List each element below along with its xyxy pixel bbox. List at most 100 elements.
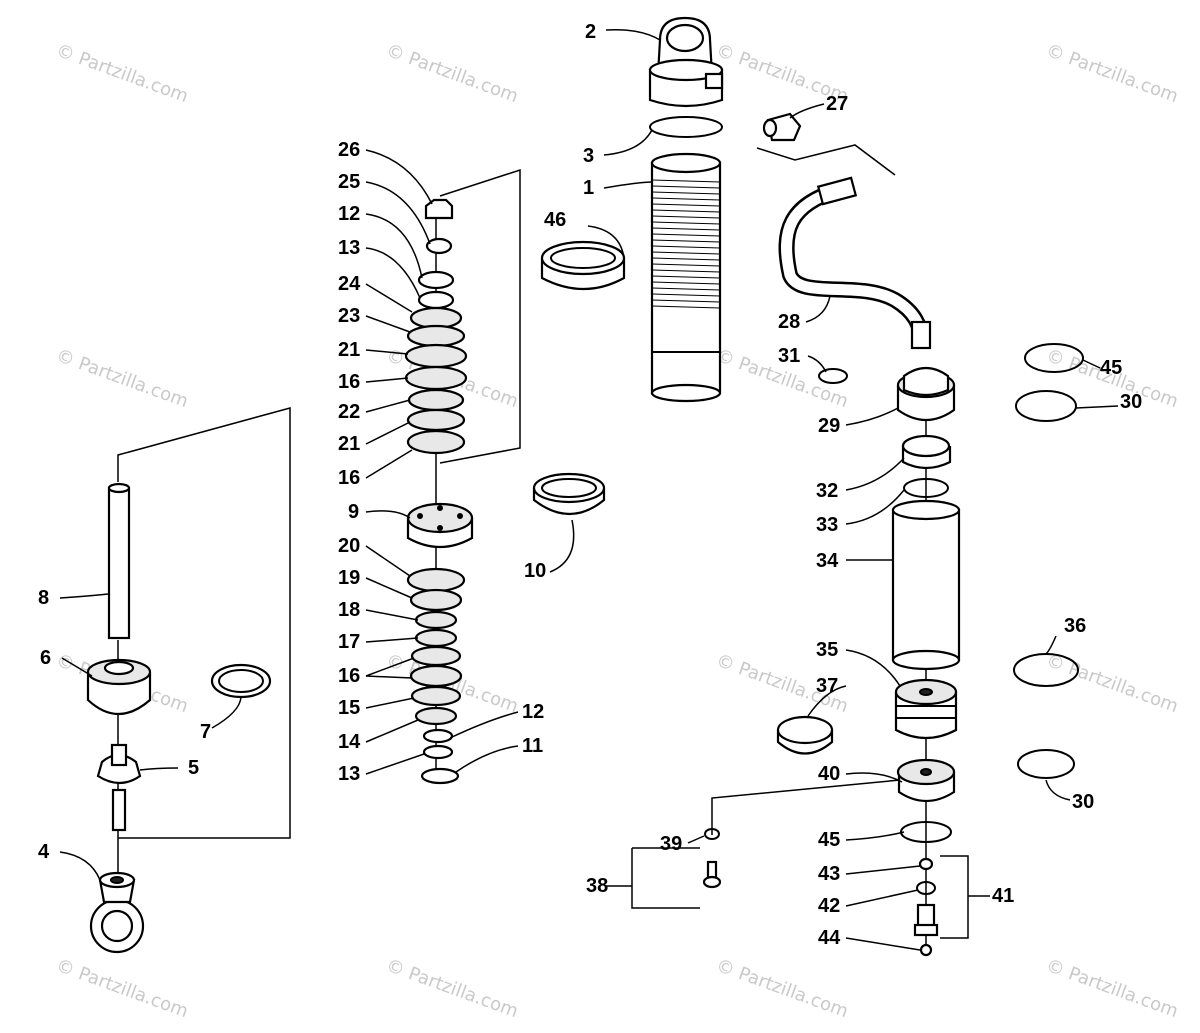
callout-43: 43 <box>818 863 840 885</box>
callout-32: 32 <box>816 480 838 502</box>
o-ring-45 <box>1024 343 1084 373</box>
callout-36: 36 <box>1064 615 1086 637</box>
leader-lines <box>59 28 1119 951</box>
shim-16b <box>406 429 466 455</box>
reservoir-tube-34 <box>891 499 961 671</box>
watermark: © Partzilla.com <box>1043 40 1181 107</box>
washer-12b <box>422 728 454 744</box>
o-ring-33 <box>903 478 949 498</box>
callout-18: 18 <box>338 599 360 621</box>
shaft-8 <box>107 486 131 640</box>
callout-21b: 21 <box>338 433 360 455</box>
watermark: © Partzilla.com <box>1043 955 1181 1022</box>
end-cap-29 <box>896 366 956 421</box>
seal-head-6 <box>86 658 152 715</box>
callout-4: 4 <box>38 841 50 863</box>
hose-28 <box>778 176 932 350</box>
piston-35 <box>894 678 958 740</box>
shim-22 <box>407 388 465 412</box>
valve-stack-assembly-line <box>439 168 521 464</box>
callout-42: 42 <box>818 895 840 917</box>
o-ring-30 <box>1015 390 1077 422</box>
fitting-27 <box>762 112 802 142</box>
bumper-5 <box>96 743 142 832</box>
callout-35: 35 <box>816 639 838 661</box>
shim-21 <box>404 343 468 369</box>
bolt-41 <box>913 903 939 937</box>
shim-21b <box>406 408 466 432</box>
cap-32 <box>901 434 952 470</box>
nut-26 <box>424 198 454 220</box>
callout-8: 8 <box>38 587 49 609</box>
callout-29: 29 <box>818 415 840 437</box>
washer-25 <box>425 237 453 255</box>
screw-38 <box>702 860 722 889</box>
callout-37: 37 <box>816 675 838 697</box>
washer-13 <box>417 290 455 310</box>
eyelet-4 <box>89 871 145 954</box>
shim-17 <box>414 628 458 648</box>
callout-27: 27 <box>826 93 848 115</box>
callout-19: 19 <box>338 567 360 589</box>
callout-16: 16 <box>338 371 360 393</box>
callout-7: 7 <box>200 721 211 743</box>
callout-5: 5 <box>188 757 199 779</box>
shim-20 <box>406 567 466 593</box>
watermark: © Partzilla.com <box>383 955 521 1022</box>
callout-22: 22 <box>338 401 360 423</box>
piston-to-screw-line <box>711 779 901 835</box>
callout-16b: 16 <box>338 467 360 489</box>
piston-9 <box>406 502 474 548</box>
callout-44: 44 <box>818 927 841 949</box>
shim-16 <box>404 365 468 391</box>
shim-16d <box>409 664 463 688</box>
end-cap-40 <box>896 758 956 803</box>
bracket-38 <box>631 848 700 909</box>
watermark: © Partzilla.com <box>53 40 191 107</box>
shock-body <box>650 152 722 403</box>
reservoir-assembly <box>702 343 1084 957</box>
callout-38: 38 <box>586 875 608 897</box>
watermark: © Partzilla.com <box>53 955 191 1022</box>
callout-16c: 16 <box>338 665 360 687</box>
shaft-assembly <box>86 482 272 954</box>
callout-14: 14 <box>338 731 361 753</box>
plug-44 <box>919 943 933 957</box>
o-ring-30b <box>1017 749 1075 779</box>
shim-14 <box>414 706 458 726</box>
shim-19 <box>409 588 463 612</box>
callout-31: 31 <box>778 345 800 367</box>
adjuster-ring-46 <box>540 240 626 291</box>
shaft-assembly-line <box>117 407 291 839</box>
watermark: © Partzilla.com <box>383 40 521 107</box>
watermarks: © Partzilla.com © Partzilla.com © Partzi… <box>53 40 1181 1022</box>
o-ring-31 <box>818 368 848 384</box>
callout-45: 45 <box>1100 357 1122 379</box>
bracket-41 <box>940 855 969 939</box>
callout-30: 30 <box>1120 391 1142 413</box>
callout-23: 23 <box>338 305 360 327</box>
callout-24: 24 <box>338 273 361 295</box>
washer-13b <box>422 744 454 760</box>
o-ring-42 <box>916 881 936 895</box>
callout-17: 17 <box>338 631 360 653</box>
shim-16c <box>410 645 462 667</box>
callout-20: 20 <box>338 535 360 557</box>
shim-15 <box>410 685 462 707</box>
callout-10: 10 <box>524 560 546 582</box>
hose-connector-line <box>756 144 896 176</box>
callout-33: 33 <box>816 514 838 536</box>
callout-34: 34 <box>816 550 839 572</box>
watermark: © Partzilla.com <box>713 955 851 1022</box>
callout-9: 9 <box>348 501 359 523</box>
washer-11 <box>420 767 460 785</box>
callout-39: 39 <box>660 833 682 855</box>
shim-23 <box>406 324 466 348</box>
callout-46: 46 <box>544 209 566 231</box>
callout-12: 12 <box>338 203 360 225</box>
callout-15: 15 <box>338 697 360 719</box>
callout-45b: 45 <box>818 829 840 851</box>
callout-30b: 30 <box>1072 791 1094 813</box>
